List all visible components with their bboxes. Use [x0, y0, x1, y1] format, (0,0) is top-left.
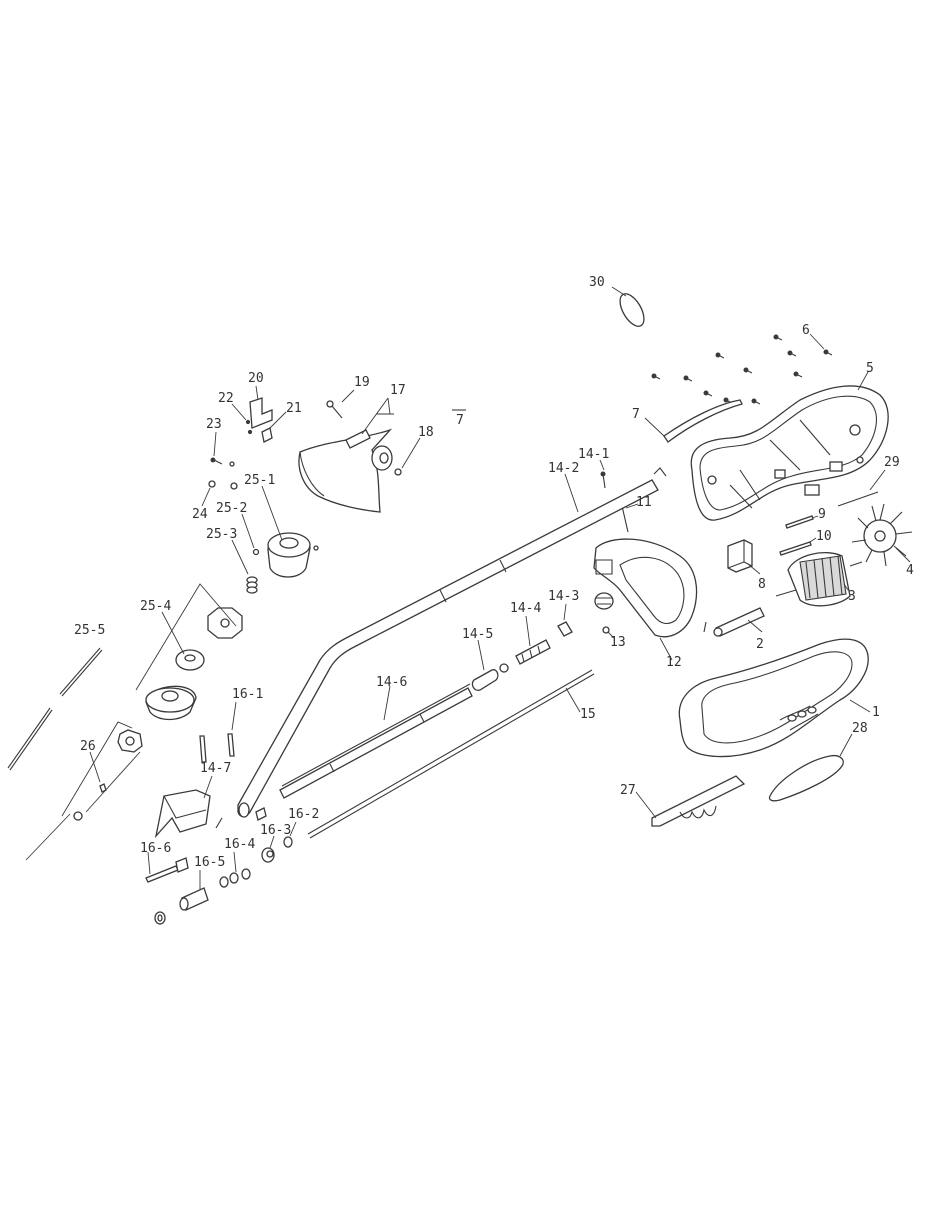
callout-16-2: 16-2 [288, 807, 319, 822]
callout-12: 12 [666, 655, 682, 670]
callout-14-5: 14-5 [462, 627, 493, 642]
callout-labels: 30 6 5 7 29 9 10 4 8 3 2 12 13 11 14-1 1… [74, 275, 914, 870]
callout-25-2: 25-2 [216, 501, 247, 516]
callout-24: 24 [192, 507, 208, 522]
part-16-3-bearing [261, 835, 275, 863]
callout-6: 6 [802, 323, 810, 338]
callout-11: 11 [636, 495, 652, 510]
part-29-wire [837, 469, 886, 507]
part-14-4-coupler [515, 615, 551, 665]
callout-2: 2 [756, 637, 764, 652]
callout-1: 1 [872, 705, 880, 720]
callout-26: 26 [80, 739, 96, 754]
callout-14-2: 14-2 [548, 461, 579, 476]
part-14-5-sleeve [471, 639, 509, 691]
part-17-guard [298, 397, 466, 513]
part-27-trigger [635, 775, 746, 827]
part-16-1-pins [199, 701, 237, 763]
callout-22: 22 [218, 391, 234, 406]
callout-5: 5 [866, 361, 874, 376]
part-6-screws [651, 333, 833, 405]
callout-9: 9 [818, 507, 826, 522]
part-22-pins [231, 403, 253, 435]
part-14-6-inner-tube [279, 683, 473, 799]
part-28-trigger-cover [768, 733, 853, 802]
part-13-knob [594, 592, 615, 639]
callout-16-6: 16-6 [140, 841, 171, 856]
part-19-bolt [326, 389, 355, 419]
callout-29: 29 [884, 455, 900, 470]
callout-4: 4 [906, 563, 914, 578]
callout-15: 15 [580, 707, 596, 722]
callout-23: 23 [206, 417, 222, 432]
part-25-5-line [7, 647, 103, 771]
callout-18: 18 [418, 425, 434, 440]
callout-20: 20 [248, 371, 264, 386]
part-14-3-clip [557, 603, 573, 637]
callout-27: 27 [620, 783, 636, 798]
callout-21: 21 [286, 401, 302, 416]
part-24-nuts [201, 480, 238, 507]
callout-8: 8 [758, 577, 766, 592]
part-16-2-bushing [283, 821, 297, 848]
callout-19: 19 [354, 375, 370, 390]
part-9-10-brushes [779, 515, 819, 556]
callout-17: 17 [390, 383, 406, 398]
callout-30: 30 [589, 275, 605, 290]
part-14-2-main-tube [237, 467, 667, 818]
callout-13: 13 [610, 635, 626, 650]
part-small-clip [215, 807, 267, 829]
part-14-1-screw [599, 459, 606, 489]
callout-14-7: 14-7 [200, 761, 231, 776]
part-25-3-spring [231, 539, 258, 594]
callout-14-3: 14-3 [548, 589, 579, 604]
part-25-4-spool [135, 583, 243, 721]
callout-16-1: 16-1 [232, 687, 263, 702]
part-8-switch-block [727, 539, 761, 575]
part-26-bump-cap [25, 721, 143, 861]
part-1-housing-left [678, 638, 871, 758]
callout-3: 3 [848, 589, 856, 604]
callout-25-4: 25-4 [140, 599, 171, 614]
part-23-screws [210, 431, 235, 467]
part-14-7-shield-plate [154, 775, 213, 839]
part-16-5-sleeve [179, 870, 209, 911]
callout-16-3: 16-3 [260, 823, 291, 838]
callout-16-5: 16-5 [194, 855, 225, 870]
callout-28: 28 [852, 721, 868, 736]
part-16-4-washers [219, 851, 251, 888]
part-5-housing-right [690, 371, 889, 521]
part-21-plate [261, 411, 287, 443]
part-18-nut [371, 437, 421, 476]
part-16-6-shaft [145, 851, 189, 925]
part-20-bracket [249, 385, 273, 429]
part-30-label-oval [611, 286, 645, 327]
callout-14-6: 14-6 [376, 675, 407, 690]
part-4-fan [851, 503, 913, 567]
callout-14-1: 14-1 [578, 447, 609, 462]
callout-7: 7 [632, 407, 640, 422]
part-12-front-handle [593, 538, 698, 661]
callout-16-4: 16-4 [224, 837, 255, 852]
part-2-drive-shaft [703, 607, 765, 637]
callout-25-3: 25-3 [206, 527, 237, 542]
part-25-1-spool-housing [241, 485, 319, 578]
callout-25-5: 25-5 [74, 623, 105, 638]
part-3-motor [775, 552, 863, 607]
callout-10: 10 [816, 529, 832, 544]
callout-7-guard: 7 [456, 413, 464, 428]
part-7-trim-strip [644, 399, 743, 443]
callout-25-1: 25-1 [244, 473, 275, 488]
part-15-drive-cable [307, 669, 595, 839]
callout-14-4: 14-4 [510, 601, 541, 616]
